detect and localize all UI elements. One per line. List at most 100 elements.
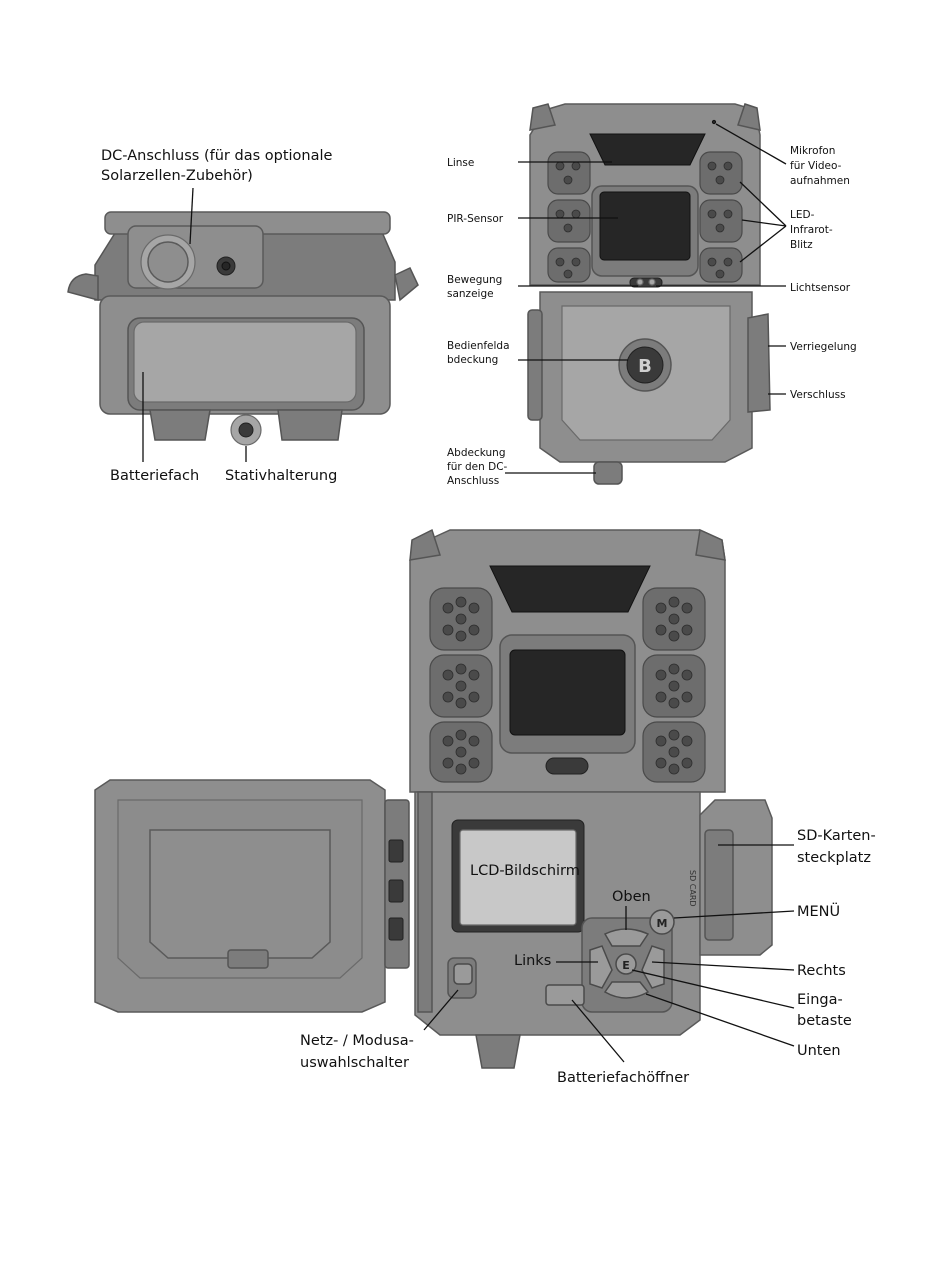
led <box>681 735 693 747</box>
hinge-knuckle <box>388 917 404 941</box>
led <box>668 697 680 709</box>
led <box>442 669 454 681</box>
label-microphone-line3: aufnahmen <box>790 175 850 187</box>
led <box>715 269 725 279</box>
power-mode-switch[interactable] <box>453 963 473 985</box>
menu-button[interactable] <box>649 909 675 935</box>
led <box>655 757 667 769</box>
leader-right <box>651 961 795 971</box>
led-cluster-left <box>547 151 591 283</box>
upper-right-corner-open <box>695 528 726 561</box>
led <box>668 630 680 642</box>
led <box>681 624 693 636</box>
led-pod <box>547 247 591 283</box>
led <box>468 669 480 681</box>
label-led-flash-line2: Infrarot- <box>790 224 833 236</box>
led <box>468 735 480 747</box>
leader-enter <box>631 969 795 1009</box>
logo-letter: B <box>638 356 652 377</box>
label-led-flash-line3: Blitz <box>790 239 813 251</box>
led <box>571 257 581 267</box>
enter-button[interactable] <box>615 953 637 975</box>
led <box>668 746 680 758</box>
down-button[interactable] <box>603 981 650 999</box>
right-button[interactable] <box>641 945 665 989</box>
label-microphone-line2: für Video- <box>790 160 842 172</box>
led <box>681 602 693 614</box>
led <box>442 602 454 614</box>
led <box>563 269 573 279</box>
pir-sensor-open <box>509 649 626 736</box>
leader-dc-port <box>189 187 194 245</box>
leader-microphone <box>715 123 787 165</box>
light-sensor <box>648 278 656 286</box>
label-right: Rechts <box>797 963 846 979</box>
tripod-mount-thread <box>238 422 254 438</box>
label-panel-cover-line2: bdeckung <box>447 354 498 366</box>
label-enter-line2: betaste <box>797 1013 852 1029</box>
latch <box>747 313 771 413</box>
label-up: Oben <box>612 889 651 905</box>
led <box>655 602 667 614</box>
label-power-switch-line1: Netz- / Modusa- <box>300 1033 414 1049</box>
up-button[interactable] <box>603 928 650 947</box>
led-dots <box>442 596 693 775</box>
label-dc-cover-line3: Anschluss <box>447 475 499 487</box>
led <box>715 175 725 185</box>
figure-bottom-view <box>67 211 419 446</box>
led <box>655 735 667 747</box>
led <box>723 257 733 267</box>
led <box>668 613 680 625</box>
led <box>681 757 693 769</box>
label-power-switch-line2: uswahlschalter <box>300 1055 409 1071</box>
label-menu: MENÜ <box>797 902 840 920</box>
figure-open-view: E M SD CARD <box>94 528 773 1069</box>
led <box>668 763 680 775</box>
led <box>455 763 467 775</box>
label-lcd: LCD-Bildschirm <box>470 863 580 879</box>
led <box>455 596 467 608</box>
label-battery-compartment: Batteriefach <box>110 468 199 484</box>
dc-cover <box>593 461 623 485</box>
led <box>555 161 565 171</box>
led <box>655 624 667 636</box>
led <box>571 209 581 219</box>
lens-open <box>489 565 651 613</box>
leader-led-flash-mid <box>741 219 787 227</box>
led <box>455 630 467 642</box>
label-sd-slot-line2: steckplatz <box>797 850 871 866</box>
label-microphone-line1: Mikrofon <box>790 145 835 157</box>
motion-led <box>636 278 644 286</box>
led <box>455 746 467 758</box>
dc-port-cap-inner <box>147 241 189 283</box>
led <box>442 757 454 769</box>
label-dc-cover-line1: Abdeckung <box>447 447 505 459</box>
sd-card-slot[interactable] <box>704 829 734 941</box>
battery-door-clip <box>227 949 269 969</box>
leader-led-flash-top <box>739 181 787 227</box>
led <box>468 602 480 614</box>
hinge-knuckle <box>388 839 404 863</box>
lens <box>589 133 706 166</box>
led <box>455 663 467 675</box>
label-motion-indicator-line1: Bewegung <box>447 274 502 286</box>
leader-power-switch <box>423 989 459 1031</box>
battery-opener-button[interactable] <box>545 984 585 1006</box>
motion-indicator-open <box>545 757 589 775</box>
hinge-knuckle <box>388 879 404 903</box>
led <box>723 209 733 219</box>
leader-down <box>645 993 795 1047</box>
left-strap <box>67 273 99 301</box>
left-button[interactable] <box>589 945 613 989</box>
lcd-screen <box>459 829 577 926</box>
left-hinge <box>527 309 543 421</box>
led-pod <box>699 247 743 283</box>
led <box>668 596 680 608</box>
label-battery-opener: Batteriefachöffner <box>557 1070 689 1086</box>
label-lock: Verschluss <box>790 389 846 401</box>
label-latch: Verriegelung <box>790 341 857 353</box>
led <box>455 729 467 741</box>
control-body-edge <box>417 791 433 1013</box>
label-down: Unten <box>797 1043 841 1059</box>
